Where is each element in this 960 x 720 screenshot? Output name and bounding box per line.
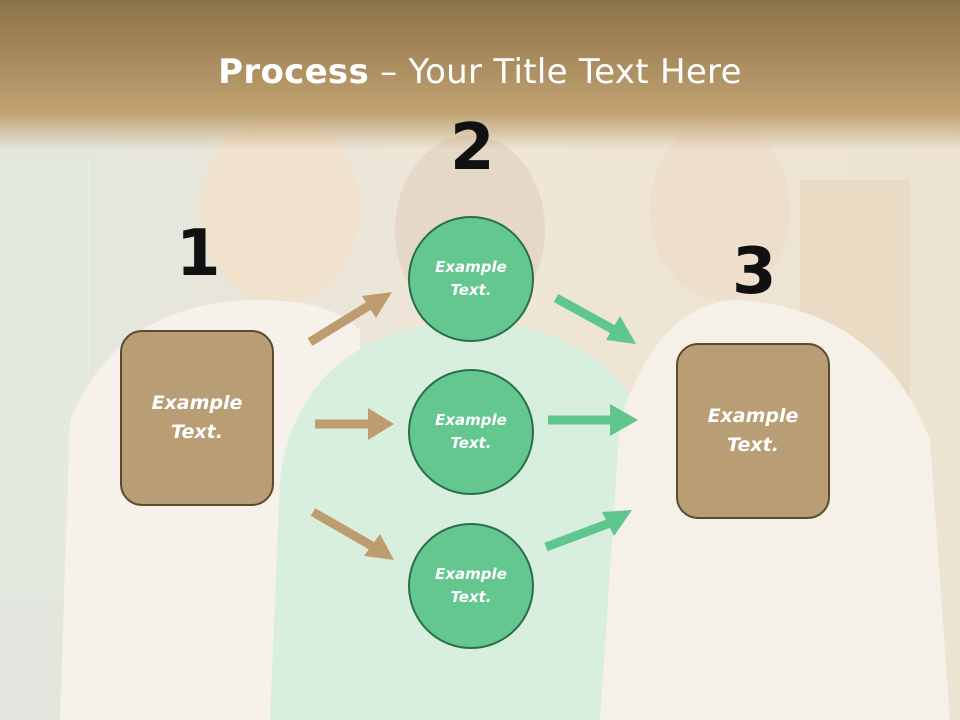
step-1-box: Example Text. — [120, 330, 274, 506]
arrowhead-1-top — [362, 292, 392, 318]
step-3-number: 3 — [732, 235, 777, 309]
step-2-circle-top: Example Text. — [408, 216, 534, 342]
step-2-circle-bottom-text: Example Text. — [435, 565, 507, 606]
step-2-circle-bottom: Example Text. — [408, 523, 534, 649]
step-2-circle-top-text: Example Text. — [435, 258, 507, 299]
arrow-bottom-to-3 — [544, 518, 612, 552]
arrowhead-middle-3 — [610, 404, 638, 436]
title-rest: – Your Title Text Here — [369, 52, 742, 92]
step-3-text: Example Text. — [707, 405, 799, 456]
arrow-1-to-bottom — [310, 508, 375, 550]
arrowhead-top-3 — [606, 316, 636, 344]
arrow-1-to-top — [307, 301, 373, 346]
step-1-number: 1 — [176, 217, 221, 291]
slide-title: Process – Your Title Text Here — [0, 52, 960, 92]
title-bar — [0, 0, 960, 150]
step-3-box: Example Text. — [676, 343, 830, 519]
arrowhead-1-bottom — [364, 534, 394, 560]
step-2-circle-middle-text: Example Text. — [435, 411, 507, 452]
arrow-top-to-3 — [553, 294, 617, 334]
arrowhead-bottom-3 — [602, 510, 632, 536]
step-1-text: Example Text. — [151, 392, 243, 443]
arrowhead-1-middle — [368, 408, 394, 440]
step-2-number: 2 — [450, 111, 495, 185]
title-bold: Process — [218, 52, 370, 92]
step-2-circle-middle: Example Text. — [408, 369, 534, 495]
